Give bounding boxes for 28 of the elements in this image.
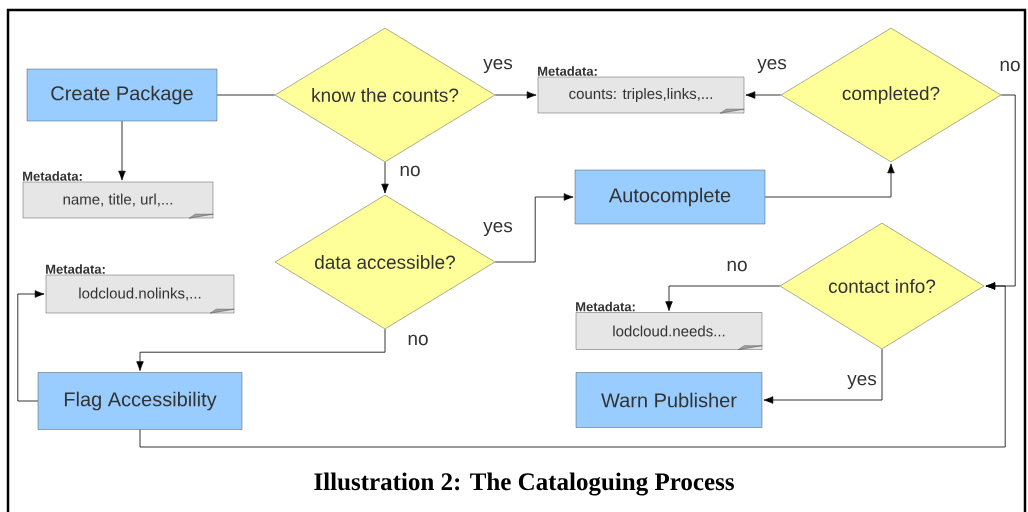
- process-box: Flag Accessibility: [37, 372, 243, 430]
- caption: Illustration 2: The Cataloguing Process: [314, 472, 734, 496]
- arrow: [381, 161, 389, 194]
- arrow: [764, 163, 895, 198]
- arrow: [17, 290, 45, 402]
- edge-label: yes: [846, 373, 878, 391]
- arrow: [136, 328, 386, 371]
- arrow: [494, 91, 537, 99]
- process-box: Warn Publisher: [575, 372, 763, 428]
- edge-label: no: [406, 333, 430, 347]
- node-label: Metadata:: [538, 66, 597, 76]
- node-label: Metadata:: [46, 264, 105, 274]
- arrow: [494, 193, 574, 263]
- node-label: Metadata:: [576, 301, 635, 312]
- note-box: Metadata: name, title, url,...: [22, 171, 214, 219]
- node-label: Metadata:: [23, 171, 82, 181]
- process-box: Create Package: [26, 68, 218, 122]
- note-box: Metadata: counts: triples,links,...: [537, 66, 745, 114]
- arrow: [763, 348, 883, 404]
- arrow: [665, 285, 781, 311]
- note-box: Metadata: lodcloud.nolinks,...: [45, 264, 235, 314]
- arrow: [745, 91, 782, 99]
- edge-label: no: [725, 259, 749, 273]
- note-box: Metadata: lodcloud.needs...: [575, 301, 763, 350]
- process-box: Autocomplete: [574, 169, 766, 225]
- arrow: [139, 282, 1006, 448]
- edge-label: no: [398, 164, 422, 178]
- arrow: [118, 120, 126, 181]
